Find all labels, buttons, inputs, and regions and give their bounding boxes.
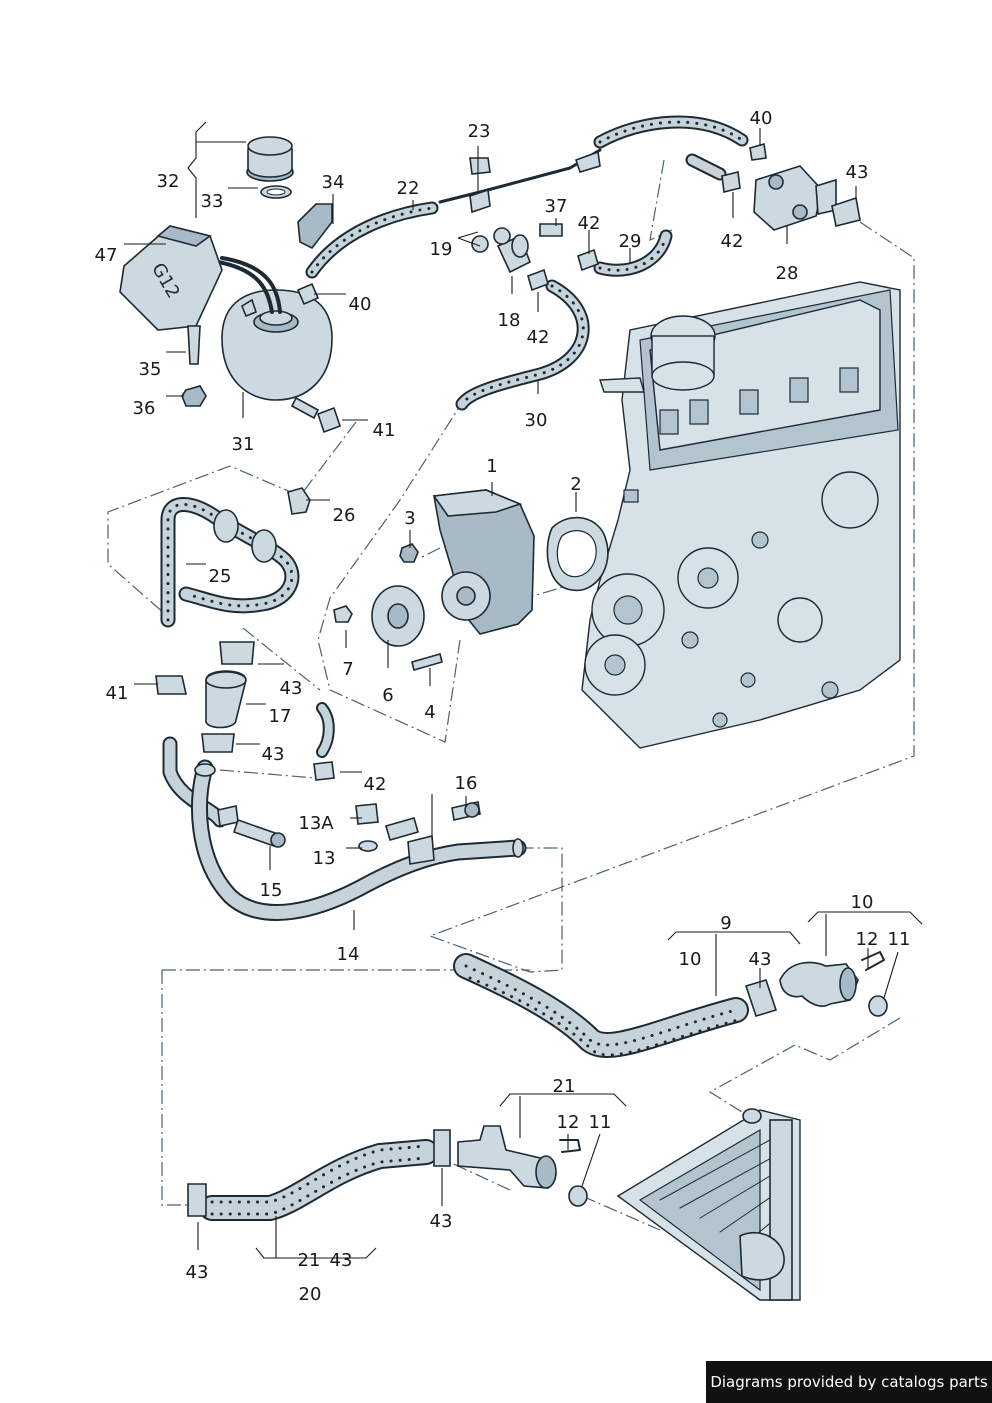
radiator-lower-hose-group [187,1125,588,1221]
label-10b: 10 [851,892,874,913]
label-31: 31 [232,434,255,455]
engine-block [581,281,901,749]
label-15: 15 [260,880,283,901]
label-28: 28 [776,263,799,284]
leader-lines [124,121,923,1259]
label-10a: 10 [679,949,702,970]
label-19: 19 [430,239,453,260]
label-12a: 12 [856,929,879,950]
label-37: 37 [545,196,568,217]
label-43e: 43 [430,1211,453,1232]
label-47: 47 [95,245,118,266]
label-43a: 43 [846,162,869,183]
label-12b: 12 [557,1112,580,1133]
radiator-upper-hose-group [453,951,888,1058]
label-32: 32 [157,171,180,192]
label-35: 35 [139,359,162,380]
label-2: 2 [570,474,581,495]
label-18: 18 [498,310,521,331]
label-21a: 21 [553,1076,576,1097]
label-43g: 43 [330,1250,353,1271]
label-42c: 42 [527,327,550,348]
label-42d: 42 [364,774,387,795]
upper-hoses [296,115,749,434]
label-13: 13 [313,848,336,869]
label-29: 29 [619,231,642,252]
label-20: 20 [299,1284,322,1305]
label-34: 34 [322,172,345,193]
label-43c: 43 [262,744,285,765]
label-6: 6 [382,685,393,706]
label-7: 7 [342,659,353,680]
label-9: 9 [720,913,731,934]
label-33: 33 [201,191,224,212]
radiator [616,1108,801,1301]
label-30: 30 [525,410,548,431]
label-43f: 43 [186,1262,209,1283]
label-13a: 13A [298,813,334,834]
label-21b: 21 [298,1250,321,1271]
label-11b: 11 [589,1112,612,1133]
label-41b: 41 [106,683,129,704]
part-labels: 1 2 3 4 6 7 9 10 10 11 11 12 12 13 13A 1… [95,108,911,1305]
label-14: 14 [337,944,360,965]
label-1: 1 [486,456,497,477]
label-3: 3 [404,508,415,529]
label-26: 26 [333,505,356,526]
flange-and-thermostat-group [471,142,861,292]
label-43d: 43 [749,949,772,970]
label-25: 25 [209,566,232,587]
catalog-credit-banner: Diagrams provided by catalogs parts [706,1361,992,1403]
label-41a: 41 [373,420,396,441]
label-23: 23 [468,121,491,142]
lower-left-hoses [155,487,527,921]
label-22: 22 [397,178,420,199]
label-16: 16 [455,773,478,794]
water-pump-group [333,489,609,671]
label-11a: 11 [888,929,911,950]
label-36: 36 [133,398,156,419]
label-40a: 40 [750,108,773,129]
label-4: 4 [424,702,435,723]
label-43b: 43 [280,678,303,699]
label-42b: 42 [721,231,744,252]
expansion-tank-group: G12 [119,136,333,420]
label-42a: 42 [578,213,601,234]
label-17: 17 [269,706,292,727]
label-40b: 40 [349,294,372,315]
